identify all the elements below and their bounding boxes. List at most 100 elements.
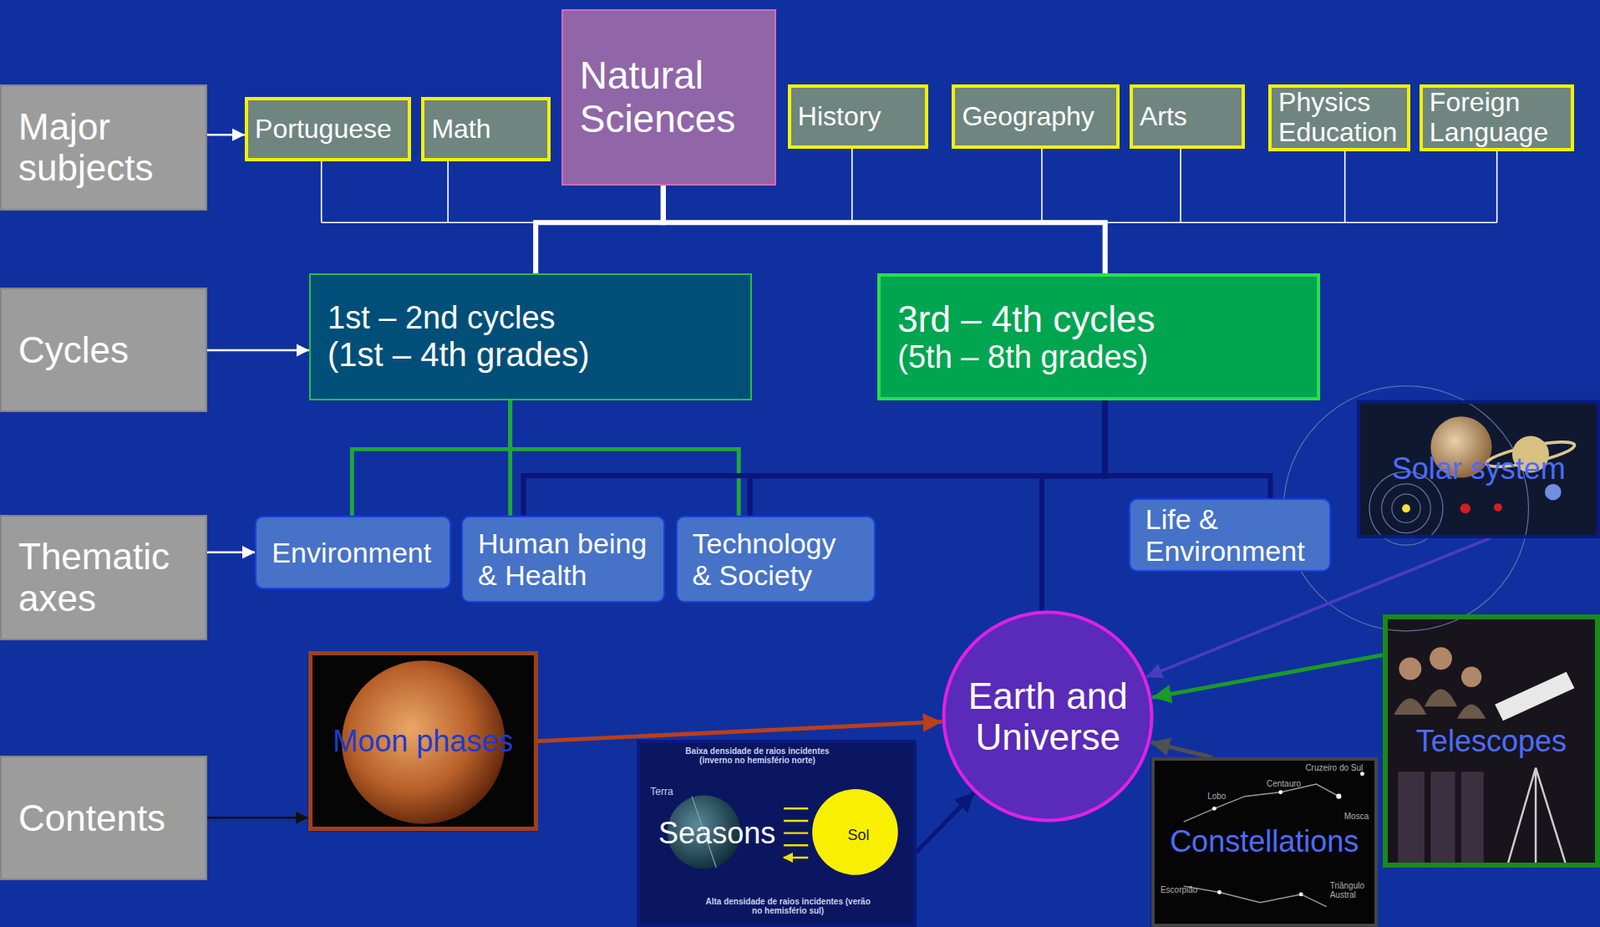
illustration-label: Alta densidade de raios incidentes (verã… (700, 896, 875, 915)
connector (207, 816, 309, 818)
person-head (1429, 646, 1453, 670)
connector (351, 400, 510, 516)
content-picture-box: ConstellationsCruzeiro do SulCentauroLob… (1151, 756, 1378, 927)
orbit (1391, 493, 1421, 523)
row-heading-box: Contents (0, 755, 208, 880)
subject-box: Geography (951, 84, 1119, 149)
subject-name: Geography (961, 101, 1094, 133)
subject-box: History (787, 84, 930, 149)
subject-name: Arts (1139, 101, 1188, 133)
illustration-label: Cruzeiro do Sul (1305, 762, 1363, 773)
content-picture-box: Seasons Baixa densidade de raios incident… (636, 739, 917, 926)
star (1212, 806, 1217, 811)
connector (538, 721, 943, 741)
telescope-photo-ground (1382, 614, 1600, 868)
illustration-label: Triângulo Austral (1330, 880, 1377, 900)
person-head (1461, 666, 1482, 687)
person-shoulders (1393, 688, 1486, 718)
subject-box: Math (421, 96, 551, 162)
connector (1105, 400, 1271, 498)
row-heading: Cycles (18, 329, 129, 371)
thematic-axis-box: Environment (254, 515, 451, 590)
telescope-tripod (1508, 766, 1565, 863)
cycle-text: 1st – 2nd cycles (327, 299, 555, 336)
connector (523, 400, 1106, 516)
connector (207, 551, 255, 554)
thematic-axis-box: Human being & Health (461, 515, 666, 603)
content-label: Telescopes (1416, 724, 1567, 758)
connector (1151, 741, 1213, 757)
content-picture-box: Solar system (1356, 400, 1600, 539)
seasons-ground (636, 739, 917, 927)
subject-name: Natural Sciences (579, 54, 759, 141)
star (1299, 891, 1304, 896)
planet (1544, 483, 1562, 501)
illustration-label: (5th – 8th grades) (897, 339, 1148, 376)
star (1335, 793, 1341, 799)
content-picture-box: Moon phases (308, 650, 539, 831)
star (1217, 889, 1222, 894)
sun-rays (783, 807, 808, 858)
content-label: Constellations (1169, 824, 1359, 859)
connector (916, 792, 975, 852)
illustration-label: Sol (838, 827, 879, 844)
solar-photo-ground (1356, 400, 1600, 539)
thematic-axis-box: Life & Environment (1128, 497, 1331, 572)
row-heading-box: Thematic axes (0, 514, 208, 640)
connector (663, 185, 1106, 274)
person-head (1398, 657, 1422, 681)
planet (1460, 502, 1471, 514)
content-label: Moon phases (332, 724, 514, 758)
content-picture-box: Telescopes (1382, 614, 1600, 868)
illustration-label: Baixa densidade de raios incidentes (inv… (670, 746, 845, 765)
subject-box: Physics Education (1268, 84, 1411, 152)
hub-label: Earth and Universe (958, 675, 1138, 758)
illustration-label: Terra (650, 786, 673, 798)
thematic-axis-box: Technology & Society (675, 515, 876, 603)
row-heading-box: Major subjects (0, 84, 208, 210)
connector (207, 133, 245, 136)
axis-name: Environment (271, 536, 432, 569)
axis-name: Technology & Society (692, 527, 859, 591)
subject-box: Arts (1129, 84, 1245, 149)
connector (750, 400, 1106, 516)
illustration-label: (1st – 4th grades) (327, 335, 590, 374)
subject-box: Portuguese (244, 96, 412, 162)
row-heading: Thematic axes (18, 535, 189, 619)
content-label: Solar system (1391, 452, 1566, 486)
connector (535, 185, 664, 274)
cycle-text: 3rd – 4th cycles (897, 298, 1155, 340)
content-hub-circle: Earth and Universe (941, 609, 1154, 823)
subject-name: Foreign Language (1429, 87, 1565, 148)
row-heading: Contents (18, 797, 166, 839)
content-label: Seasons (658, 816, 776, 850)
sun-disc (812, 788, 899, 875)
person-body (1397, 771, 1484, 863)
row-heading: Major subjects (18, 106, 189, 189)
sky-ground (1151, 756, 1378, 927)
axis-name: Human being & Health (477, 527, 649, 591)
subject-box: Foreign Language (1419, 84, 1575, 152)
subject-name: Math (431, 114, 491, 145)
subject-name: History (797, 101, 882, 133)
sun-dot (1401, 503, 1411, 513)
star (1360, 771, 1365, 776)
subject-name: Portuguese (254, 114, 392, 145)
focus-subject-box: Natural Sciences (561, 9, 778, 186)
subject-name: Physics Education (1278, 87, 1401, 148)
axis-name: Life & Environment (1145, 502, 1315, 567)
connector (207, 349, 310, 351)
cycle-box: 3rd – 4th cycles(5th – 8th grades) (877, 273, 1321, 400)
illustration-label: Escorpião (1160, 884, 1198, 894)
connector (510, 400, 740, 516)
orbit (1381, 483, 1432, 534)
moon-photo-ground (308, 650, 539, 831)
cycle-box: 1st – 2nd cycles(1st – 4th grades) (309, 273, 752, 400)
circle-outline (944, 612, 1153, 821)
illustration-label: Lobo (1207, 791, 1226, 801)
planet (1493, 502, 1503, 512)
star (1278, 789, 1283, 794)
connector (1041, 400, 1106, 611)
row-heading-box: Cycles (0, 287, 208, 412)
